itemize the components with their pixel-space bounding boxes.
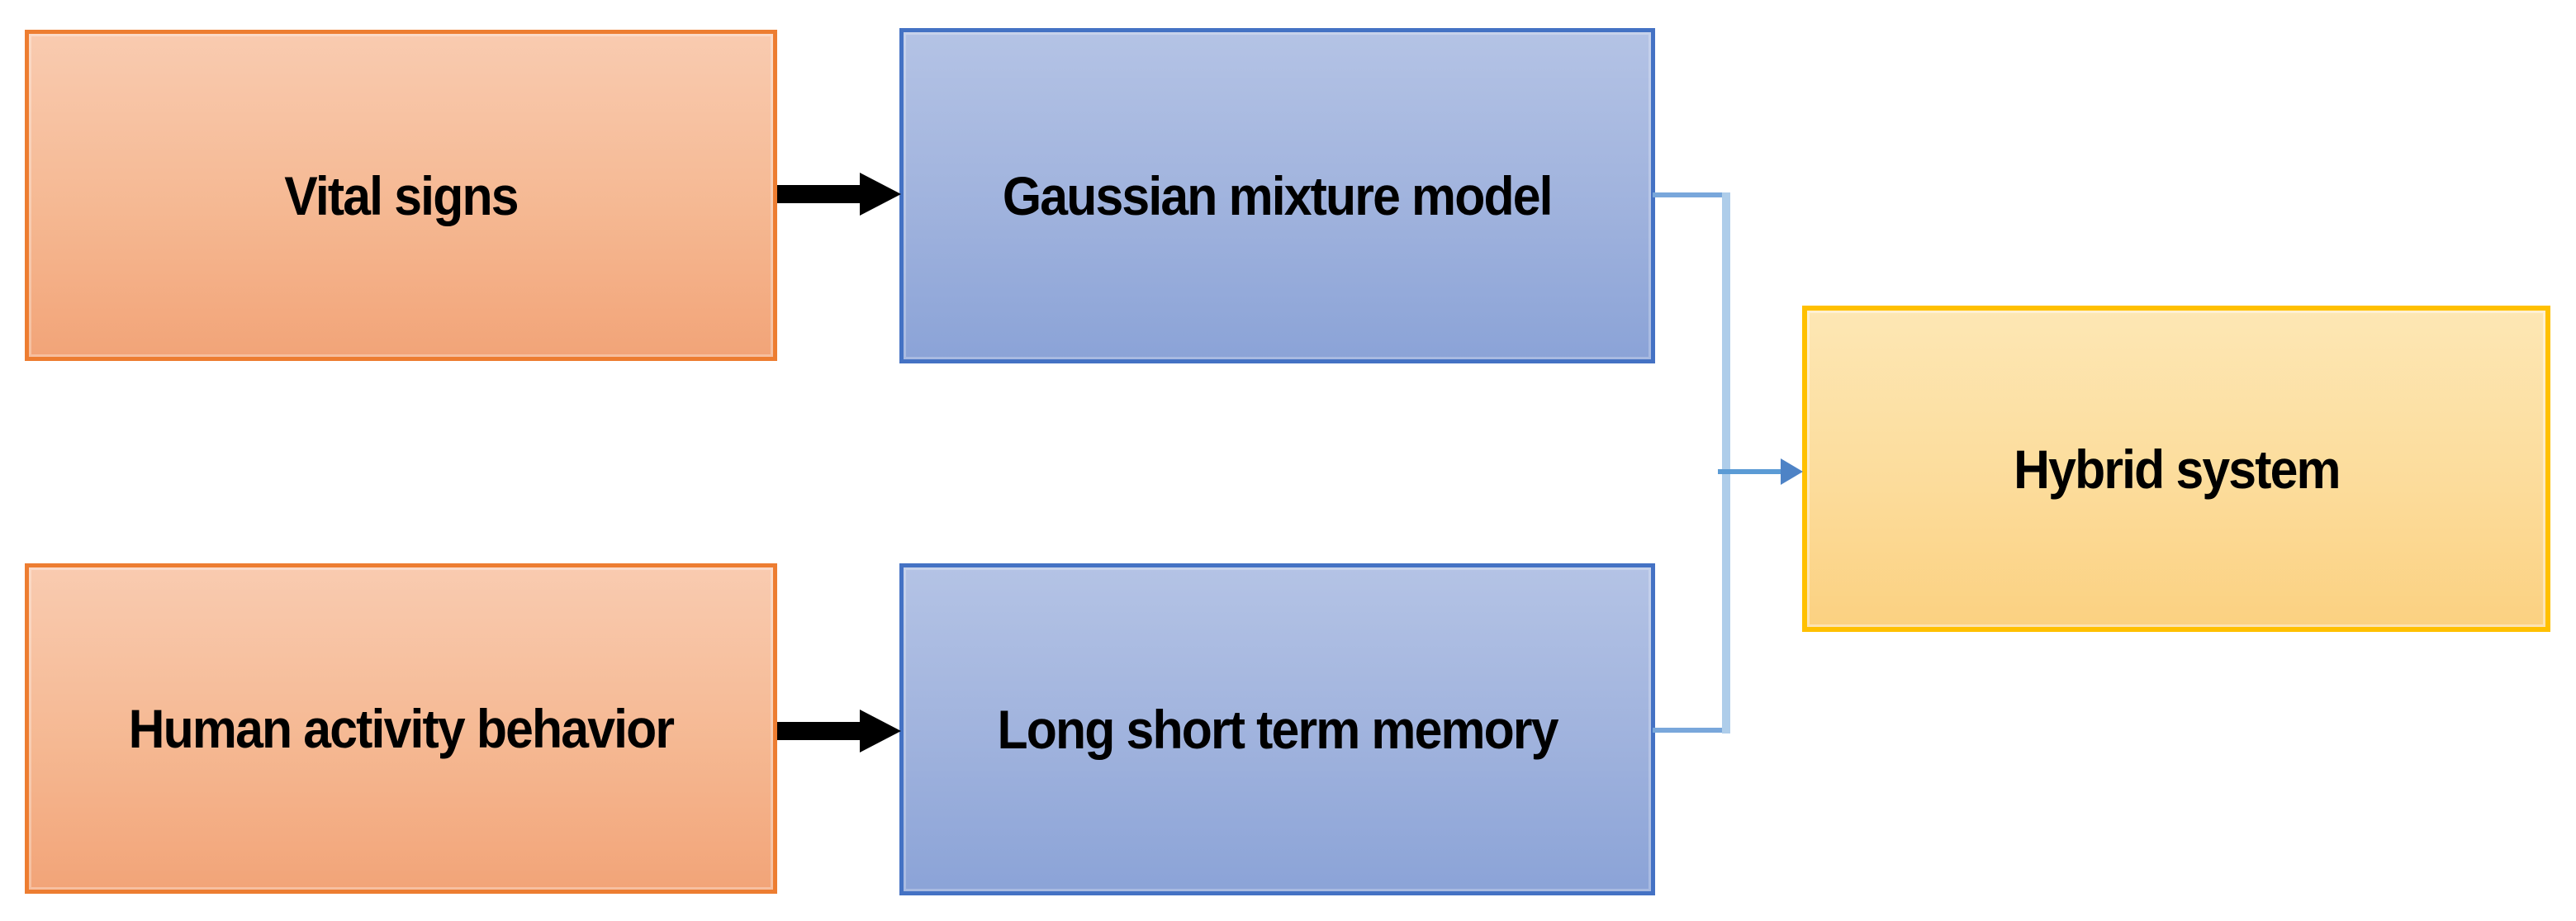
node-human-activity-behavior: Human activity behavior bbox=[25, 563, 777, 894]
arrow-hab-to-lstm-shaft bbox=[777, 722, 863, 740]
node-hybrid-system-label: Hybrid system bbox=[2013, 438, 2341, 500]
node-vital-signs-label: Vital signs bbox=[284, 164, 519, 226]
node-gaussian-mixture-model: Gaussian mixture model bbox=[899, 28, 1655, 363]
arrow-hab-to-lstm-head-icon bbox=[860, 710, 901, 752]
node-vital-signs: Vital signs bbox=[25, 30, 777, 361]
arrow-vital-to-gmm-head-icon bbox=[860, 173, 901, 216]
node-hybrid-system: Hybrid system bbox=[1802, 306, 2550, 632]
connector-lstm-horizontal bbox=[1653, 728, 1728, 733]
connector-merge-vertical bbox=[1722, 192, 1730, 733]
node-human-activity-behavior-label: Human activity behavior bbox=[128, 698, 675, 759]
node-gaussian-mixture-model-label: Gaussian mixture model bbox=[1003, 165, 1554, 226]
connector-merge-arrow-head-icon bbox=[1781, 458, 1803, 485]
connector-merge-arrow-shaft bbox=[1718, 469, 1786, 474]
node-long-short-term-memory-label: Long short term memory bbox=[997, 699, 1558, 760]
node-long-short-term-memory: Long short term memory bbox=[899, 563, 1655, 895]
arrow-vital-to-gmm-shaft bbox=[777, 185, 863, 203]
connector-gmm-horizontal bbox=[1653, 192, 1728, 197]
